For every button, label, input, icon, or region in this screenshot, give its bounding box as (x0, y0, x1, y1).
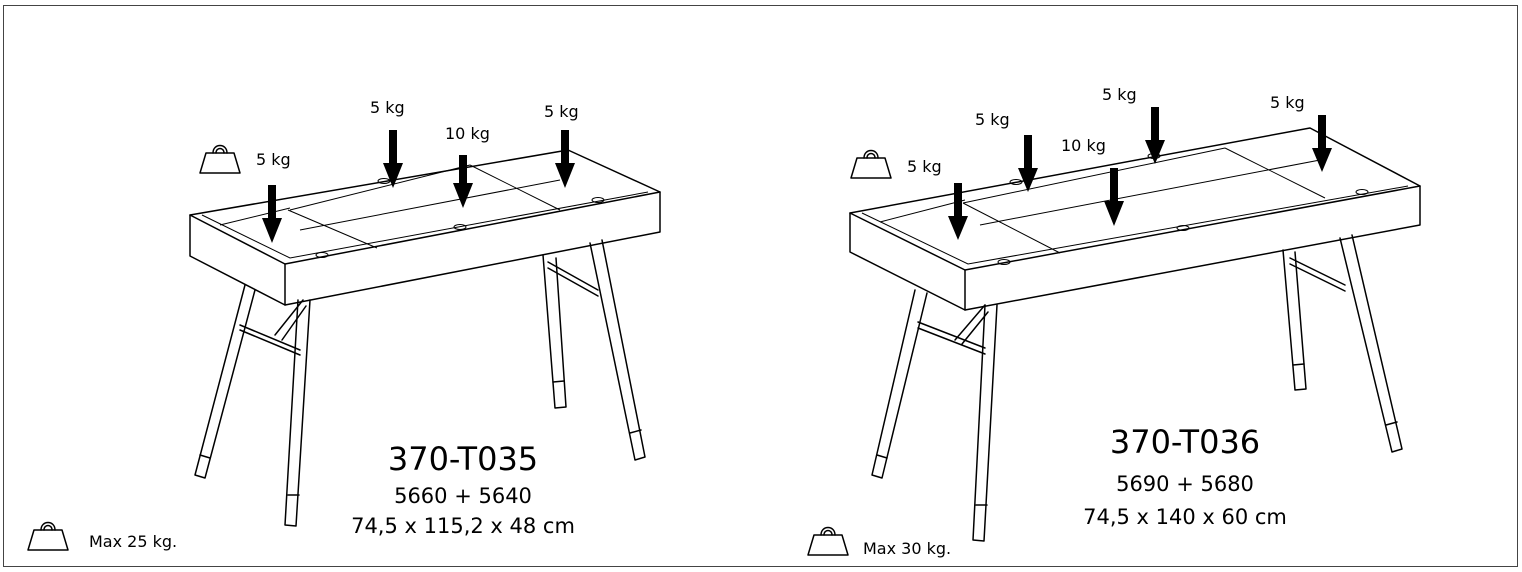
right-load-arrows (948, 107, 1332, 240)
arrow-down-icon (262, 185, 282, 243)
arrow-down-icon (1145, 107, 1165, 164)
right-load-label: 5 kg (907, 157, 942, 176)
left-codes: 5660 + 5640 (394, 484, 532, 508)
weight-icon (199, 144, 241, 174)
left-dimensions: 74,5 x 115,2 x 48 cm (351, 514, 575, 538)
left-model-number: 370-T035 (388, 440, 538, 478)
right-load-label: 5 kg (975, 110, 1010, 129)
right-load-label: 10 kg (1061, 136, 1106, 155)
left-desk-drawing (189, 149, 661, 527)
right-desk-drawing (849, 127, 1421, 542)
right-dimensions: 74,5 x 140 x 60 cm (1083, 505, 1287, 529)
right-desk-top (849, 127, 1421, 311)
left-max-load: Max 25 kg. (89, 532, 177, 551)
arrow-down-icon (948, 183, 968, 240)
right-load-label: 5 kg (1270, 93, 1305, 112)
right-max-load: Max 30 kg. (863, 539, 951, 558)
arrow-down-icon (453, 155, 473, 208)
left-load-label: 5 kg (256, 150, 291, 169)
arrow-down-icon (383, 130, 403, 188)
left-load-label: 5 kg (370, 98, 405, 117)
right-codes: 5690 + 5680 (1116, 472, 1254, 496)
arrow-down-icon (1312, 115, 1332, 172)
left-desk-top (189, 149, 661, 306)
weight-icon (27, 521, 69, 551)
diagram-frame (3, 5, 1518, 567)
arrow-down-icon (1104, 168, 1124, 226)
weight-icon (850, 149, 892, 179)
left-load-label: 5 kg (544, 102, 579, 121)
weight-icon (807, 526, 849, 556)
right-model-number: 370-T036 (1110, 423, 1260, 461)
left-load-arrows (262, 130, 575, 243)
arrow-down-icon (555, 130, 575, 188)
arrow-down-icon (1018, 135, 1038, 192)
right-load-label: 5 kg (1102, 85, 1137, 104)
left-load-label: 10 kg (445, 124, 490, 143)
